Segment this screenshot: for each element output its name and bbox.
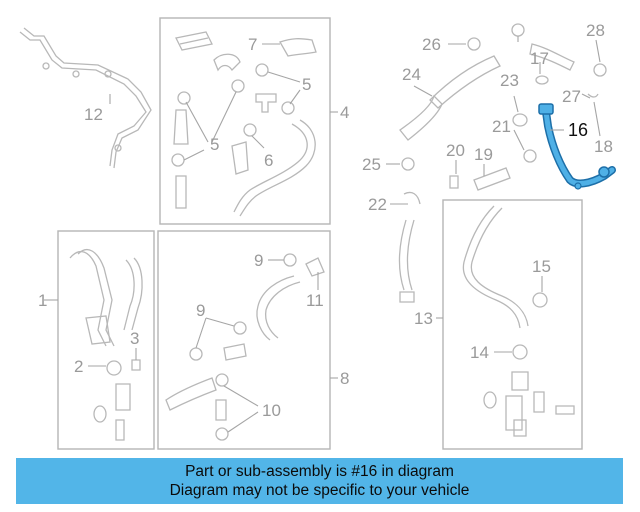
group-box-4: [159, 17, 331, 225]
callout-23: 23: [500, 71, 519, 90]
callout-5-right: 5: [302, 75, 311, 94]
box-4-parts: [171, 31, 317, 217]
callout-19: 19: [474, 145, 493, 164]
box-8-parts: [165, 253, 325, 441]
right-area-parts: [398, 23, 607, 303]
banner-line-disclaimer: Diagram may not be specific to your vehi…: [169, 482, 470, 499]
callout-2: 2: [74, 357, 83, 376]
callout-8: 8: [340, 369, 349, 388]
callout-9-upper: 9: [254, 251, 263, 270]
callout-25: 25: [362, 155, 381, 174]
callout-7: 7: [248, 35, 257, 54]
callout-1: 1: [38, 291, 47, 310]
callout-22: 22: [368, 195, 387, 214]
callout-13: 13: [414, 309, 433, 328]
callout-28: 28: [586, 21, 605, 40]
callout-26: 26: [422, 35, 441, 54]
box-13-parts: [462, 205, 575, 437]
callout-20: 20: [446, 141, 465, 160]
callout-11: 11: [306, 291, 324, 310]
callout-24: 24: [402, 65, 421, 84]
callout-4: 4: [340, 103, 349, 122]
callout-12: 12: [84, 105, 103, 124]
group-box-8: [157, 230, 331, 450]
callout-6: 6: [264, 151, 273, 170]
callout-10: 10: [262, 401, 281, 420]
leader-lines: [44, 36, 601, 433]
callout-27: 27: [562, 87, 581, 106]
callout-18: 18: [594, 137, 613, 156]
callout-17: 17: [530, 49, 549, 68]
callout-5-lower: 5: [210, 135, 219, 154]
group-box-1: [57, 230, 155, 450]
callout-15: 15: [532, 257, 551, 276]
part-12-bracket-pipe: [19, 27, 152, 169]
callout-21: 21: [492, 117, 511, 136]
callout-3: 3: [130, 329, 139, 348]
box-1-parts: [69, 249, 143, 441]
callout-14: 14: [470, 343, 489, 362]
parts-diagram: 1 2 3 4 5 5 6 7 8 9 9 10 11 12 13 14 15 …: [19, 17, 616, 450]
callout-9-lower: 9: [196, 301, 205, 320]
info-banner: Part or sub-assembly is #16 in diagram D…: [16, 458, 623, 504]
callout-labels: 1 2 3 4 5 5 6 7 8 9 9 10 11 12 13 14 15 …: [38, 21, 613, 420]
banner-line-part-info: Part or sub-assembly is #16 in diagram: [185, 463, 454, 480]
group-box-13: [442, 199, 583, 450]
part-16-highlighted-pipe: [538, 103, 616, 190]
callout-16: 16: [568, 120, 588, 140]
